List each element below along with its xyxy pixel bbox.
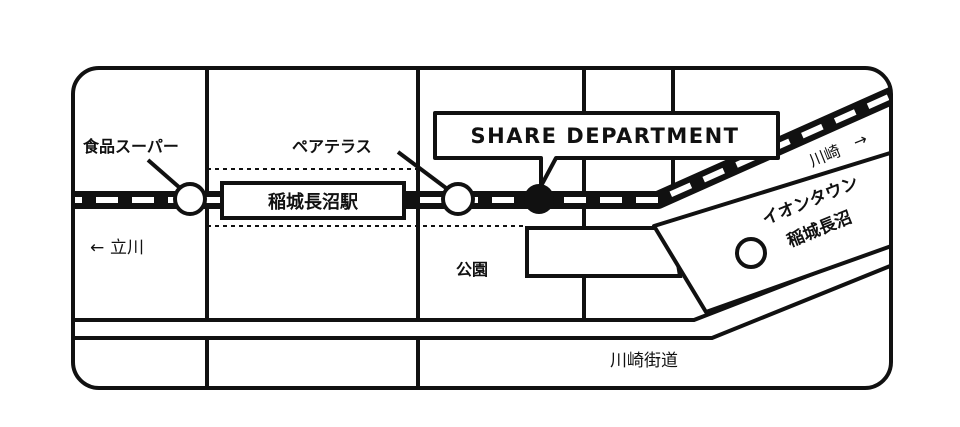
supermarket-poi-icon[interactable]: [173, 182, 207, 216]
station-label: 稲城長沼駅: [268, 191, 359, 213]
park-block: [525, 226, 683, 278]
aeon-town-poi-icon[interactable]: [735, 237, 767, 269]
left-arrow-icon: ←: [90, 238, 104, 258]
kawasaki-kaido-road: [73, 238, 891, 340]
park-label: 公園: [456, 260, 488, 279]
supermarket-label: 食品スーパー: [82, 137, 179, 156]
right-arrow-icon: →: [850, 129, 870, 152]
aeon-town-block: [652, 148, 891, 314]
tachikawa-direction-label: 立川: [110, 238, 144, 258]
pea-terrace-label: ペアテラス: [292, 137, 372, 156]
pea-terrace-poi-icon[interactable]: [441, 182, 475, 216]
destination-marker-icon[interactable]: [524, 184, 554, 214]
map-frame: [71, 66, 893, 390]
kawasaki-direction-label: 川崎: [806, 141, 843, 171]
station-label-box: [220, 181, 406, 220]
supermarket-leader: [146, 158, 182, 190]
map-content: [73, 68, 891, 388]
destination-label: SHARE DEPARTMENT: [471, 124, 740, 148]
pea-terrace-leader: [396, 150, 448, 190]
destination-callout[interactable]: [433, 111, 780, 188]
kawasaki-kaido-label: 川崎街道: [610, 351, 678, 371]
